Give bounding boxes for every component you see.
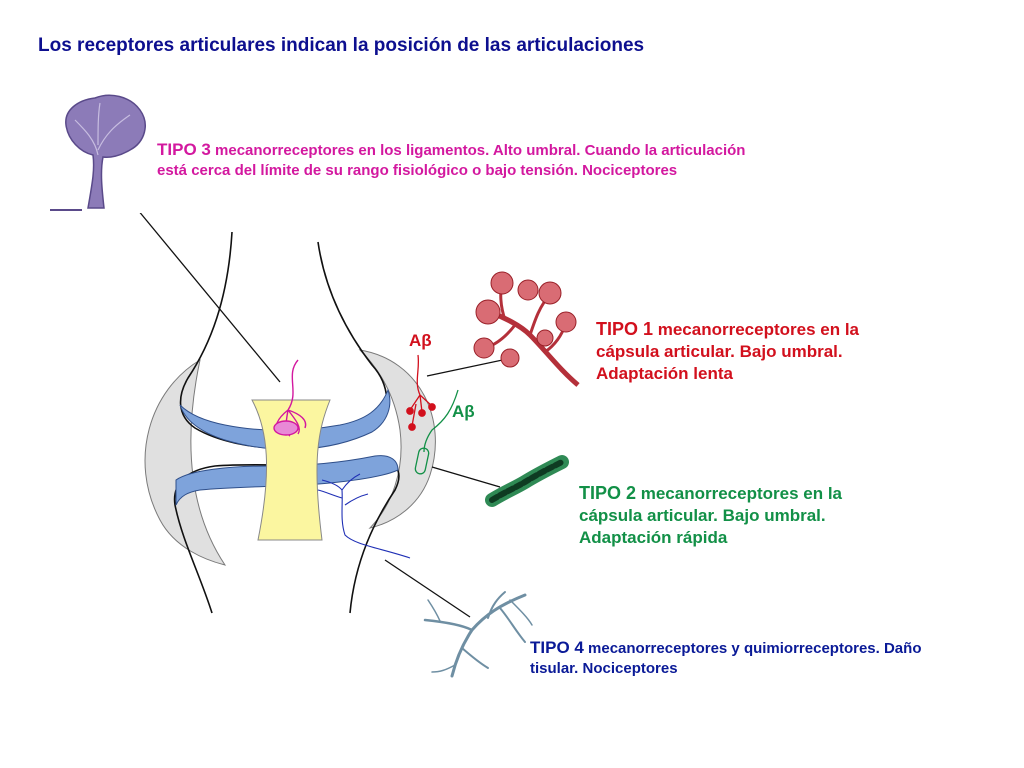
fiber-label-red: Aβ xyxy=(409,331,432,350)
label-tipo2: TIPO 2 mecanorreceptores en la cápsula a… xyxy=(579,482,909,548)
tipo1-illustration xyxy=(473,271,580,387)
leader-lines xyxy=(127,197,513,618)
tipo4-receptor xyxy=(317,473,411,559)
label-tipo3: TIPO 3 mecanorreceptores en los ligament… xyxy=(157,139,757,181)
label-tipo2-desc: mecanorreceptores en la cápsula articula… xyxy=(579,484,842,547)
page-title: Los receptores articulares indican la po… xyxy=(38,35,645,56)
label-tipo1-desc: mecanorreceptores en la cápsula articula… xyxy=(596,320,859,383)
label-tipo1-title: TIPO 1 xyxy=(596,319,654,339)
joint-capsule-right xyxy=(358,349,436,529)
tipo4-illustration xyxy=(423,591,533,678)
fiber-label-green: Aβ xyxy=(452,402,475,421)
label-tipo2-title: TIPO 2 xyxy=(579,483,637,503)
tipo2-illustration xyxy=(485,455,569,507)
label-tipo4-desc: mecanorreceptores y quimiorreceptores. D… xyxy=(530,640,922,677)
upper-cartilage xyxy=(179,388,391,450)
ligament xyxy=(251,399,331,541)
tipo1-receptor xyxy=(406,354,436,431)
label-tipo3-title: TIPO 3 xyxy=(157,140,211,159)
leader-line-tipo4 xyxy=(384,559,471,618)
joint-capsule-left xyxy=(144,358,227,566)
tipo3-illustration xyxy=(45,85,153,213)
label-tipo4-title: TIPO 4 xyxy=(530,638,584,657)
label-tipo4: TIPO 4 mecanorreceptores y quimiorrecept… xyxy=(530,637,950,679)
leader-line-tipo3 xyxy=(127,197,281,383)
leader-line-tipo2 xyxy=(431,466,501,488)
label-tipo1: TIPO 1 mecanorreceptores en la cápsula a… xyxy=(596,318,926,384)
label-tipo3-desc: mecanorreceptores en los ligamentos. Alt… xyxy=(157,142,746,179)
leader-line-tipo1 xyxy=(426,357,513,377)
tipo2-receptor xyxy=(414,389,459,475)
tipo3-receptor xyxy=(273,359,307,437)
